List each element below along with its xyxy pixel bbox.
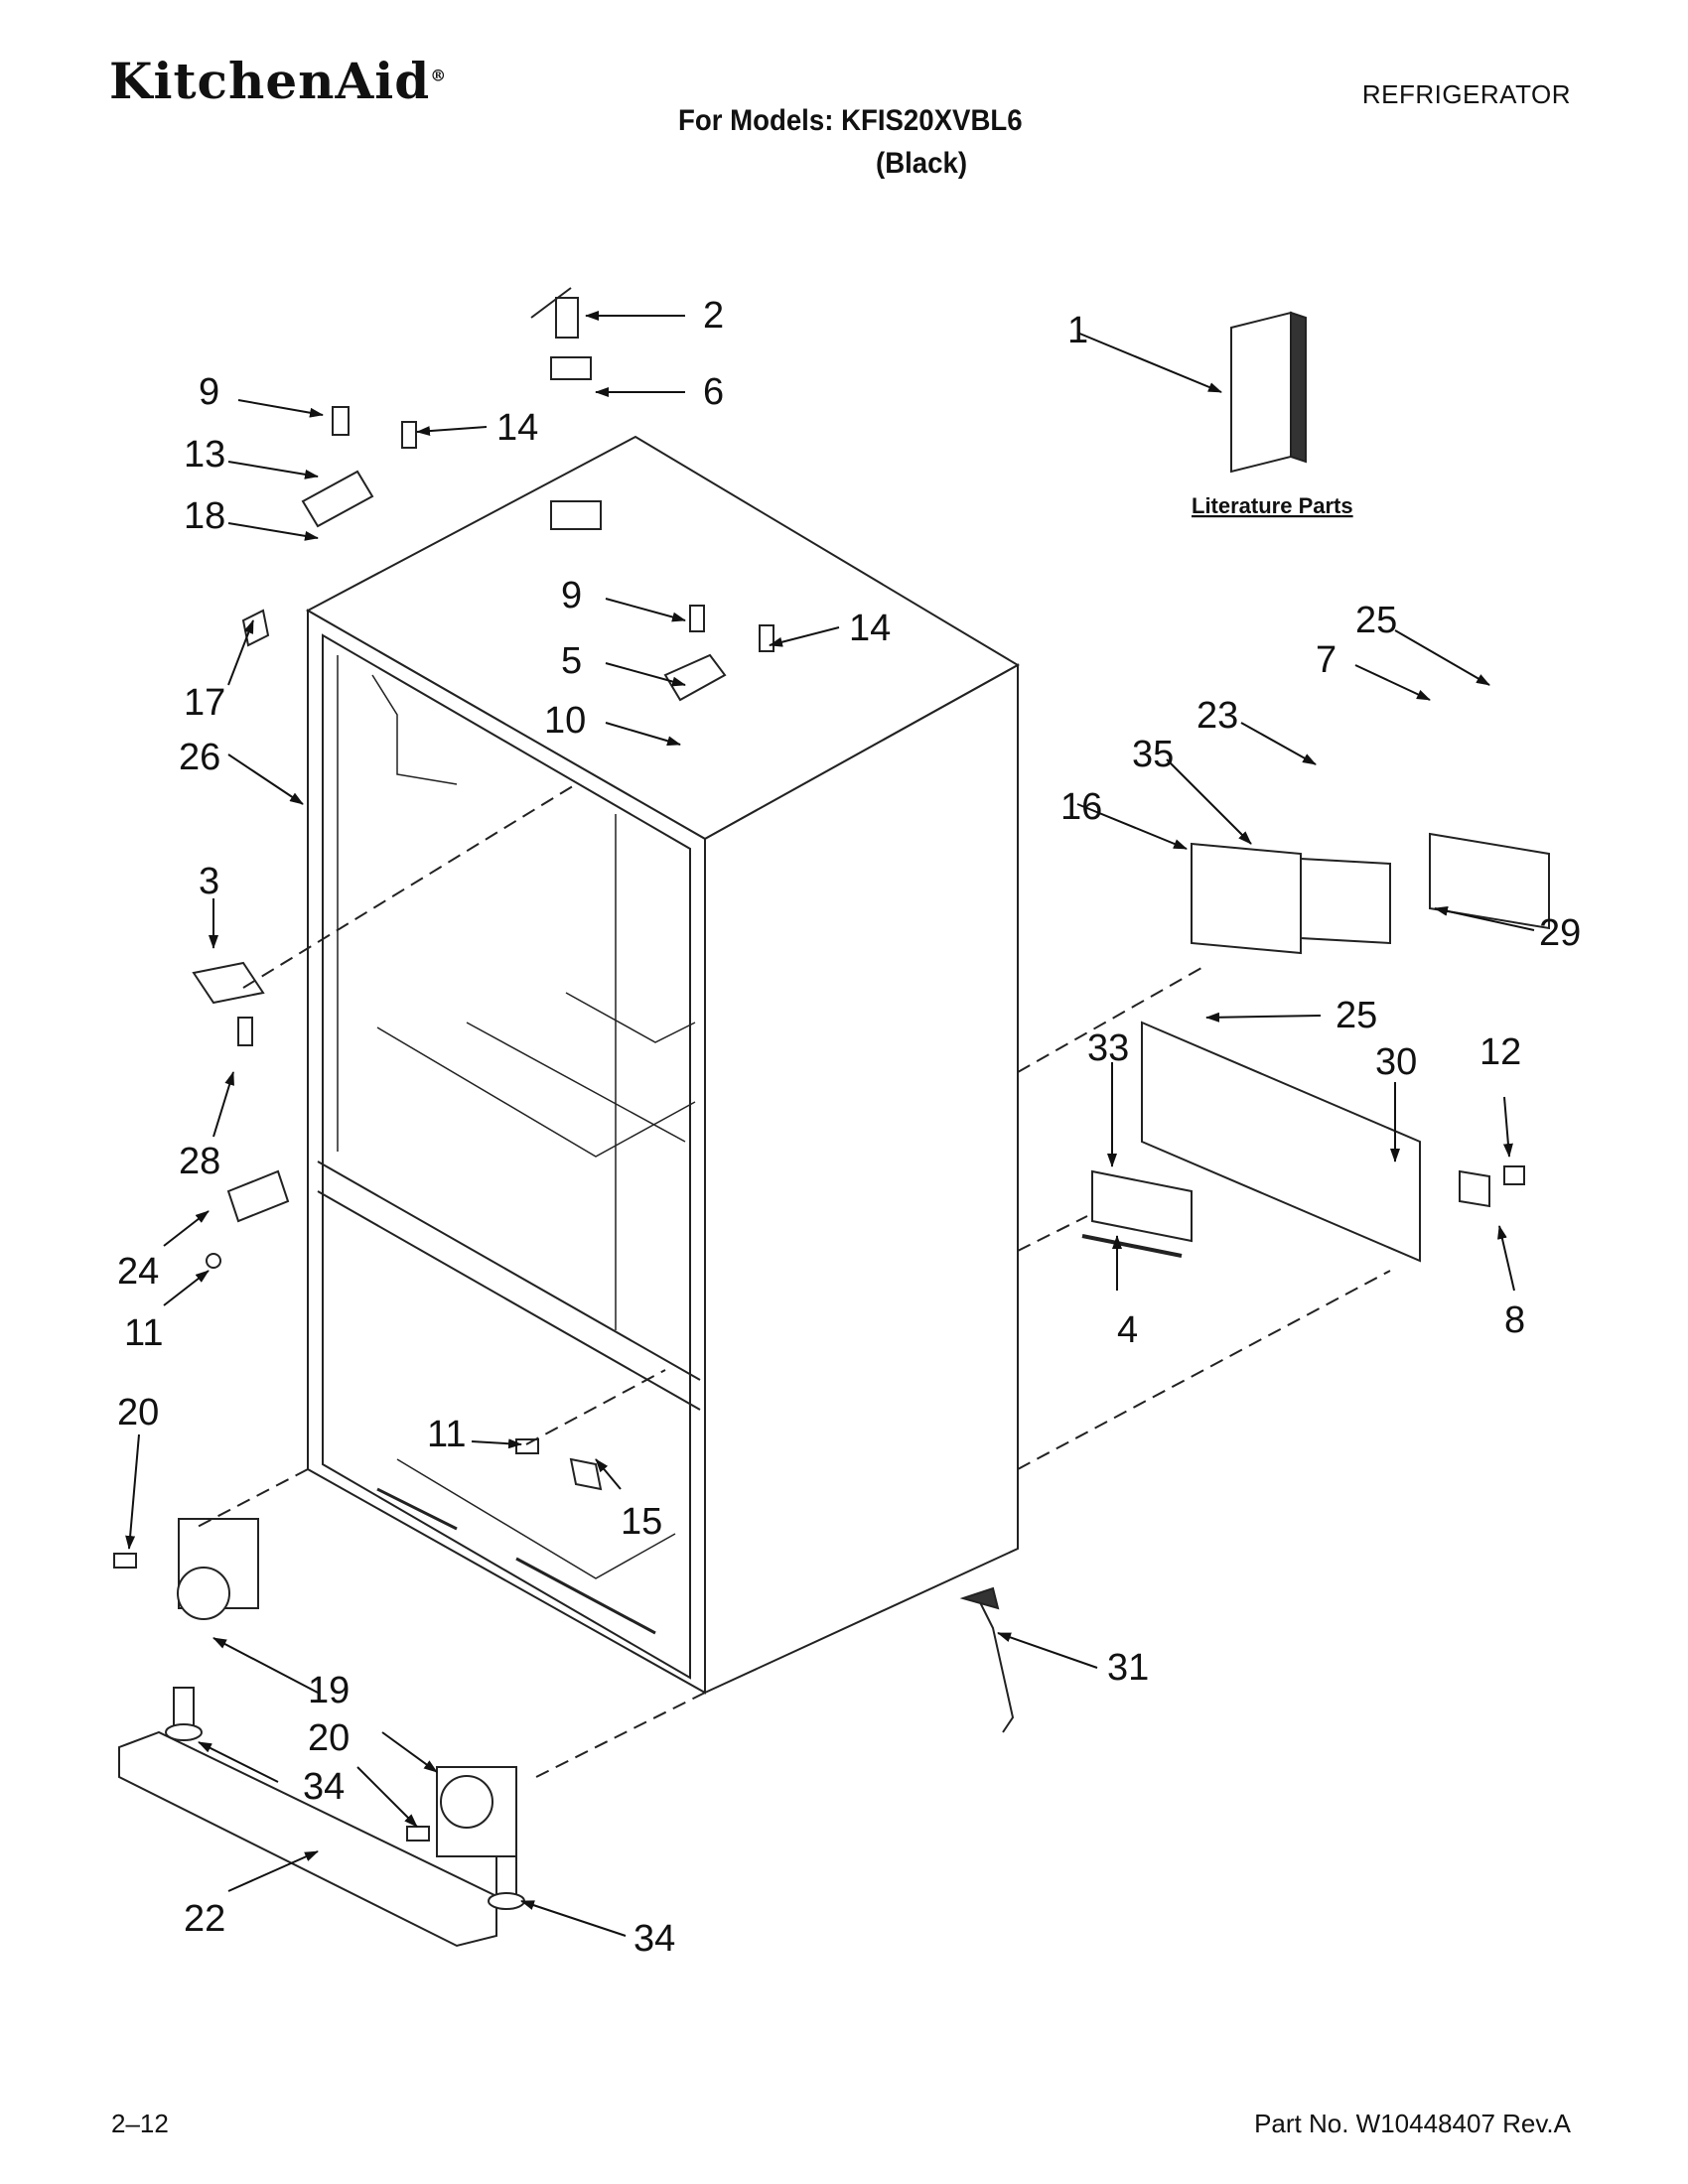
callout-12: 12 (1479, 1031, 1521, 1073)
assembly-lines (193, 783, 1391, 1778)
callout-24: 24 (117, 1251, 159, 1293)
literature-parts-book (1230, 311, 1307, 474)
model-variant: (Black) (876, 147, 968, 180)
callout-6: 6 (703, 371, 724, 413)
callout-4: 4 (1117, 1309, 1138, 1351)
part-sketches (113, 287, 1550, 1948)
callout-26: 26 (179, 737, 220, 778)
callout-3: 3 (199, 861, 219, 902)
product-category: REFRIGERATOR (1361, 79, 1571, 109)
callout-5: 5 (561, 640, 582, 682)
callout-9-upper: 9 (561, 575, 582, 616)
literature-parts-label: Literature Parts (1192, 493, 1353, 518)
page-number: 2–12 (111, 2109, 169, 2138)
callout-19: 19 (308, 1670, 350, 1711)
callout-20-lower: 20 (308, 1717, 350, 1759)
callout-25-upper: 25 (1355, 600, 1397, 641)
callout-33: 33 (1087, 1027, 1129, 1069)
callout-11-inner: 11 (427, 1414, 466, 1455)
callout-14: 14 (496, 407, 538, 449)
callout-8: 8 (1504, 1299, 1525, 1341)
callout-1: 1 (1067, 310, 1088, 351)
brand-logo: KitchenAid® (109, 52, 448, 110)
callout-34-right: 34 (633, 1918, 675, 1960)
callout-2: 2 (703, 295, 724, 337)
callout-30: 30 (1375, 1041, 1417, 1083)
callout-10: 10 (544, 700, 586, 742)
callout-35: 35 (1132, 734, 1174, 775)
callout-13: 13 (184, 434, 225, 476)
callout-14-upper: 14 (849, 608, 891, 649)
callout-17: 17 (184, 682, 225, 724)
callout-16: 16 (1060, 786, 1102, 828)
callout-15: 15 (621, 1501, 662, 1543)
callout-20-upper: 20 (117, 1392, 159, 1433)
model-title: For Models: KFIS20XVBL6 (678, 104, 1023, 137)
callout-11-left: 11 (124, 1312, 163, 1354)
callout-29: 29 (1539, 912, 1581, 954)
callout-labels: 2 6 9 14 13 18 1 9 14 5 10 17 26 25 7 23… (117, 295, 1581, 1960)
part-number: Part No. W10448407 Rev.A (1254, 2109, 1571, 2138)
callout-34-left: 34 (303, 1766, 345, 1808)
callout-18: 18 (184, 495, 225, 537)
callout-23: 23 (1196, 695, 1238, 737)
callout-22: 22 (184, 1898, 225, 1940)
callout-28: 28 (179, 1141, 220, 1182)
callout-leaders (125, 311, 1535, 1937)
callout-7: 7 (1316, 639, 1336, 681)
callout-9: 9 (199, 371, 219, 413)
cabinet (305, 435, 1021, 1695)
callout-31: 31 (1107, 1647, 1149, 1689)
callout-25-lower: 25 (1336, 995, 1377, 1036)
